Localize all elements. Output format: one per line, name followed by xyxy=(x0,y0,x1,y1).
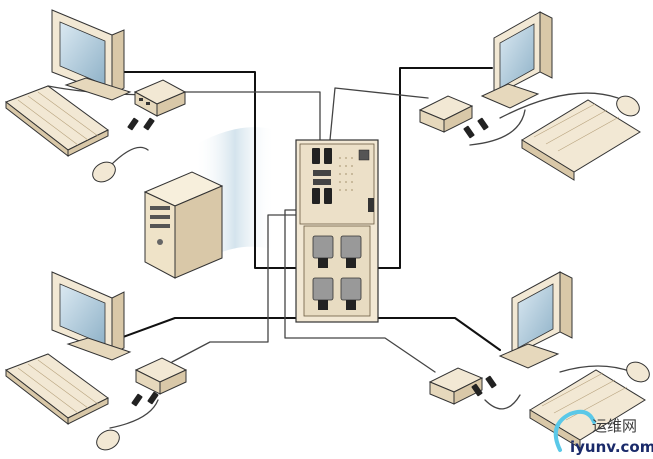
kvm-switch-icon xyxy=(133,79,187,117)
workstation-top-left xyxy=(4,9,187,183)
ps2-plugs xyxy=(312,148,332,204)
monitor-icon xyxy=(480,11,553,109)
mouse-icon xyxy=(626,361,650,383)
monitor-icon xyxy=(498,271,573,369)
kvm-switch-icon xyxy=(418,95,474,133)
mouse-icon xyxy=(96,429,120,451)
ps2-connector-icon xyxy=(131,391,159,407)
watermark-swirl-icon xyxy=(553,409,596,452)
kvm-switch-icon xyxy=(134,357,188,395)
watermark-chinese: 运维网 xyxy=(592,417,637,435)
monitor-icon xyxy=(51,271,132,361)
cable-br-video xyxy=(369,317,501,351)
cable-tl-video xyxy=(122,71,301,269)
cable-bl-mouse xyxy=(109,399,159,429)
cable-br-mouse xyxy=(559,365,633,373)
keyboard-icon xyxy=(4,85,109,158)
kvm-tower xyxy=(295,139,379,323)
vga-connectors xyxy=(312,235,362,301)
cable-tr-keyboard xyxy=(469,109,526,146)
monitor-icon xyxy=(51,9,132,101)
ps2-connector-icon xyxy=(463,117,489,139)
cable-tr-video xyxy=(369,67,493,269)
cable-bl-video xyxy=(114,317,301,341)
keyboard-icon xyxy=(4,353,109,426)
workstation-top-right xyxy=(418,11,641,181)
cable-tl-switch xyxy=(184,91,321,141)
workstation-bottom-left xyxy=(4,271,188,451)
cable-tr-mouse xyxy=(499,92,619,119)
keyboard-icon xyxy=(521,99,641,181)
watermark-latin: iyunv.com xyxy=(570,438,653,456)
ps2-connector-icon xyxy=(127,117,155,131)
ps2-connector-icon xyxy=(471,375,497,397)
keyboard-icon xyxy=(529,369,646,449)
server-icon xyxy=(143,171,224,279)
watermark: 运维网 iyunv.com xyxy=(553,409,653,456)
cable-tr-switch xyxy=(329,87,429,141)
cable-bl-switch xyxy=(171,214,313,363)
mouse-icon xyxy=(92,161,116,183)
mouse-icon xyxy=(616,95,640,117)
cable-br-keyboard xyxy=(484,394,521,410)
